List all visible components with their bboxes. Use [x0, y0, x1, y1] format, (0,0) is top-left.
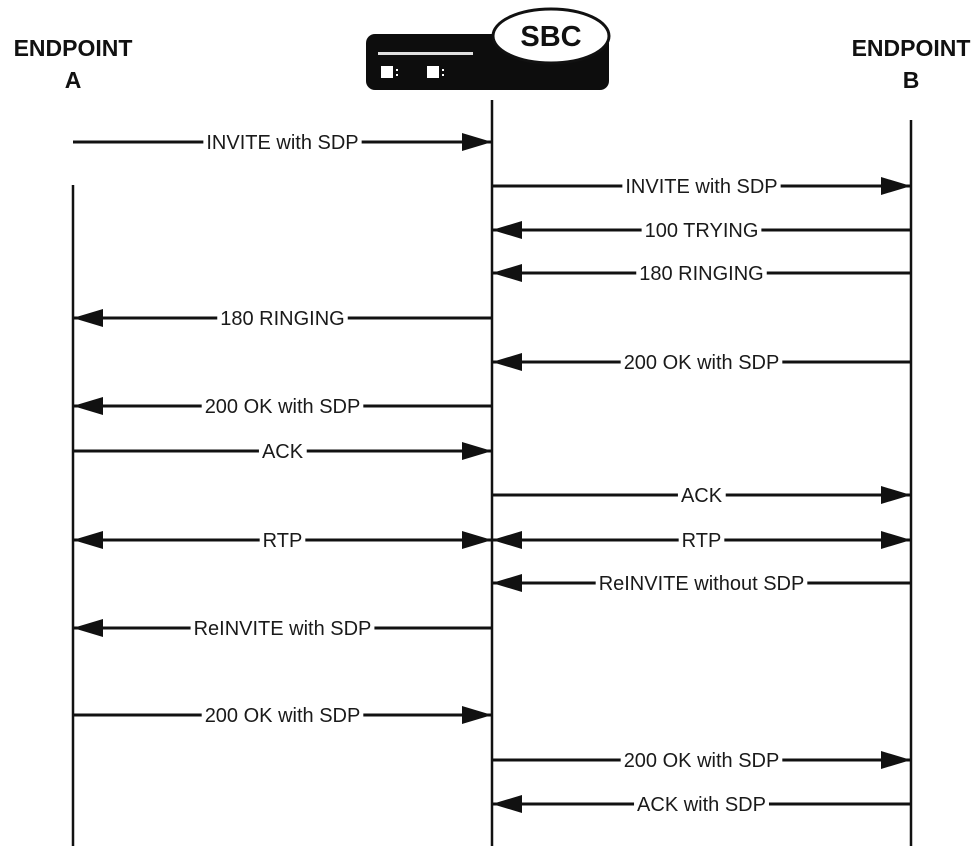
message-label-background: [636, 263, 767, 285]
message-label-background: [217, 308, 348, 330]
endpoint-a-header: ENDPOINT A: [14, 35, 133, 93]
message-arrow: ACK with SDP: [492, 794, 911, 816]
arrowhead-right: [462, 706, 492, 724]
message-arrow: ReINVITE with SDP: [73, 618, 492, 640]
arrowhead-right: [462, 133, 492, 151]
message-label: INVITE with SDP: [625, 176, 777, 198]
message-label-background: [622, 176, 781, 198]
message-label-background: [620, 750, 783, 772]
message-arrow: RTP: [492, 530, 911, 552]
sbc-port-1-dot-bottom: [396, 74, 398, 76]
message-label: 200 OK with SDP: [205, 396, 361, 418]
endpoint-b-letter: B: [903, 67, 920, 93]
message-label-background: [677, 485, 726, 507]
message-arrow: ReINVITE without SDP: [492, 573, 911, 595]
message-label-background: [634, 794, 769, 816]
message-arrow: INVITE with SDP: [73, 132, 492, 154]
endpoint-a-name: ENDPOINT: [14, 35, 133, 61]
sbc-badge: [491, 7, 611, 65]
sbc-slot-line: [378, 52, 473, 55]
message-label-background: [259, 530, 306, 552]
message-arrow: INVITE with SDP: [492, 176, 911, 198]
message-arrow: 180 RINGING: [73, 308, 492, 330]
sbc-port-2-dot-top: [442, 69, 444, 71]
message-label: INVITE with SDP: [206, 132, 358, 154]
message-label: 180 RINGING: [220, 308, 344, 330]
arrowhead-left: [492, 574, 522, 592]
arrowhead-left: [73, 531, 103, 549]
sbc-device-icon: SBC: [366, 7, 611, 90]
endpoint-a-letter: A: [65, 67, 82, 93]
arrowhead-left: [73, 619, 103, 637]
arrowhead-left: [492, 221, 522, 239]
message-label-background: [190, 618, 375, 640]
message-label-background: [595, 573, 808, 595]
endpoint-b-header: ENDPOINT B: [852, 35, 971, 93]
message-label: ReINVITE without SDP: [599, 573, 805, 595]
message-label: 200 OK with SDP: [624, 750, 780, 772]
message-label-background: [258, 441, 307, 463]
message-arrow: 200 OK with SDP: [73, 396, 492, 418]
sbc-port-1: [381, 66, 393, 78]
message-arrow: 200 OK with SDP: [492, 352, 911, 374]
message-label: 200 OK with SDP: [205, 705, 361, 727]
message-label: 180 RINGING: [639, 263, 763, 285]
message-arrow: 200 OK with SDP: [73, 705, 492, 727]
sbc-port-2: [427, 66, 439, 78]
message-label: ACK: [262, 441, 304, 463]
message-arrow: ACK: [492, 485, 911, 507]
message-label-background: [641, 220, 762, 242]
message-label: ReINVITE with SDP: [194, 618, 372, 640]
arrowhead-right: [881, 486, 911, 504]
message-label-background: [678, 530, 725, 552]
arrowhead-left: [492, 531, 522, 549]
arrowhead-left: [73, 397, 103, 415]
message-arrow: ACK: [73, 441, 492, 463]
arrowhead-left: [73, 309, 103, 327]
arrowhead-left: [492, 353, 522, 371]
arrowhead-right: [881, 177, 911, 195]
message-arrow: RTP: [73, 530, 492, 552]
arrowhead-left: [492, 264, 522, 282]
sbc-label: SBC: [520, 21, 581, 53]
arrowhead-right: [462, 442, 492, 460]
arrowhead-right: [881, 751, 911, 769]
message-arrow: 200 OK with SDP: [492, 750, 911, 772]
message-label: 100 TRYING: [645, 220, 759, 242]
arrowhead-right: [462, 531, 492, 549]
endpoint-b-name: ENDPOINT: [852, 35, 971, 61]
arrowhead-left: [492, 795, 522, 813]
message-list: INVITE with SDP INVITE with SDP 100 TRYING…: [73, 132, 911, 816]
message-label: RTP: [682, 530, 722, 552]
message-label: ACK with SDP: [637, 794, 766, 816]
sbc-port-2-dot-bottom: [442, 74, 444, 76]
message-label: RTP: [263, 530, 303, 552]
message-arrow: 180 RINGING: [492, 263, 911, 285]
message-label-background: [201, 396, 364, 418]
message-label-background: [620, 352, 783, 374]
message-label-background: [201, 705, 364, 727]
sbc-port-1-dot-top: [396, 69, 398, 71]
message-label-background: [203, 132, 362, 154]
message-label: 200 OK with SDP: [624, 352, 780, 374]
message-arrow: 100 TRYING: [492, 220, 911, 242]
arrowhead-right: [881, 531, 911, 549]
message-label: ACK: [681, 485, 723, 507]
